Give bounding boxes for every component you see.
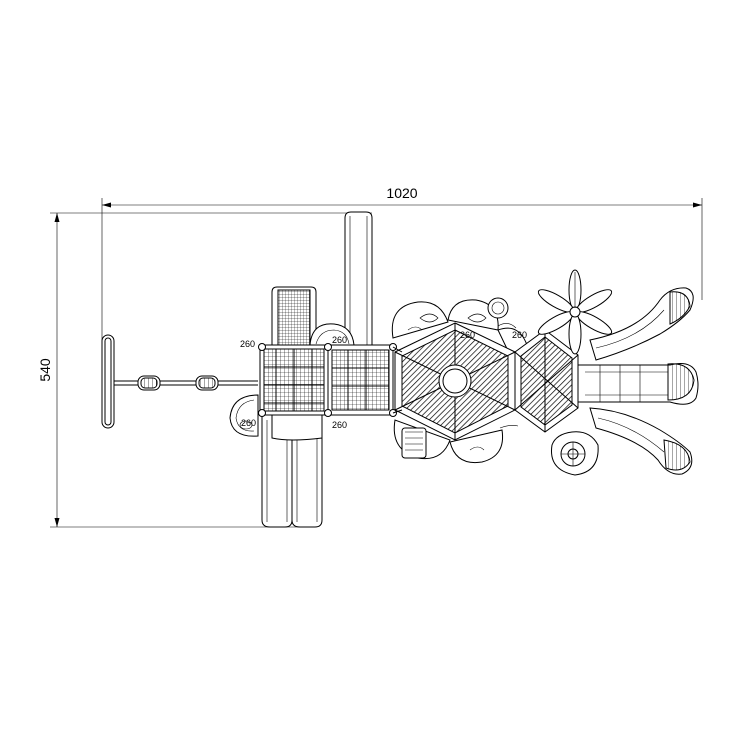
tall-slide (344, 211, 373, 345)
height-dimension-label: 540 (37, 358, 53, 382)
width-dimension-label: 1020 (386, 185, 417, 201)
panel-left-curve (229, 394, 259, 437)
post-label-bottom-mid: 260 (332, 420, 347, 430)
wheel-decoration (550, 431, 599, 476)
slide-bottom (589, 407, 693, 475)
flower-decoration (537, 269, 613, 355)
slide-top (589, 287, 694, 361)
width-dimension: 1020 (101, 185, 703, 370)
ladder-top (271, 286, 317, 347)
panel-top-curve (309, 323, 355, 346)
post-label-top-mid: 260 (332, 335, 347, 345)
hex-tower (391, 297, 529, 464)
post-label-bottom-left: 260 (241, 418, 256, 428)
post-label-top-left: 260 (240, 339, 255, 349)
left-deck (259, 344, 329, 416)
connectors (392, 346, 403, 414)
step-panel (271, 414, 323, 441)
center-deck (327, 344, 394, 416)
double-slide-bottom (261, 415, 323, 528)
swing-set (101, 334, 258, 429)
slide-middle (577, 363, 699, 405)
post-label-hex-right: 260 (512, 330, 527, 340)
post-label-hex-top: 260 (460, 330, 475, 340)
height-dimension: 540 (37, 212, 372, 528)
pyramid-tower (514, 329, 579, 433)
